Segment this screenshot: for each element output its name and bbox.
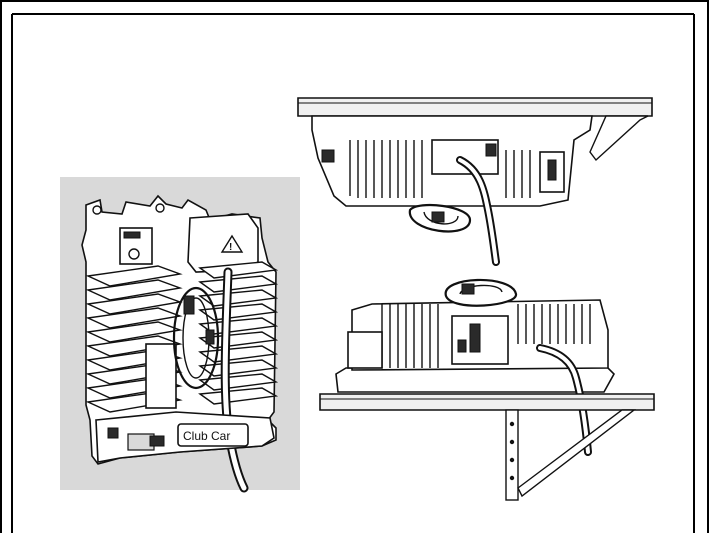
brand-label: Club Car (183, 429, 230, 443)
warning-symbol: ! (229, 242, 232, 253)
charger-front-view: ! (60, 177, 300, 493)
upper-charger-fins (349, 140, 531, 198)
upper-shelf-bracket (589, 115, 649, 162)
shelf-bracket-icon (505, 409, 637, 501)
warning-triangle-icon (220, 234, 244, 253)
charger-under-shelf-view (297, 97, 653, 266)
lower-charger-fins (381, 304, 591, 368)
charger-on-shelf-view (319, 278, 655, 501)
heat-sink-fins (85, 261, 279, 413)
charger-handle-icon (172, 286, 220, 390)
lower-shelf (319, 393, 655, 411)
lower-handle-icon (444, 278, 518, 307)
upper-shelf (297, 97, 653, 117)
